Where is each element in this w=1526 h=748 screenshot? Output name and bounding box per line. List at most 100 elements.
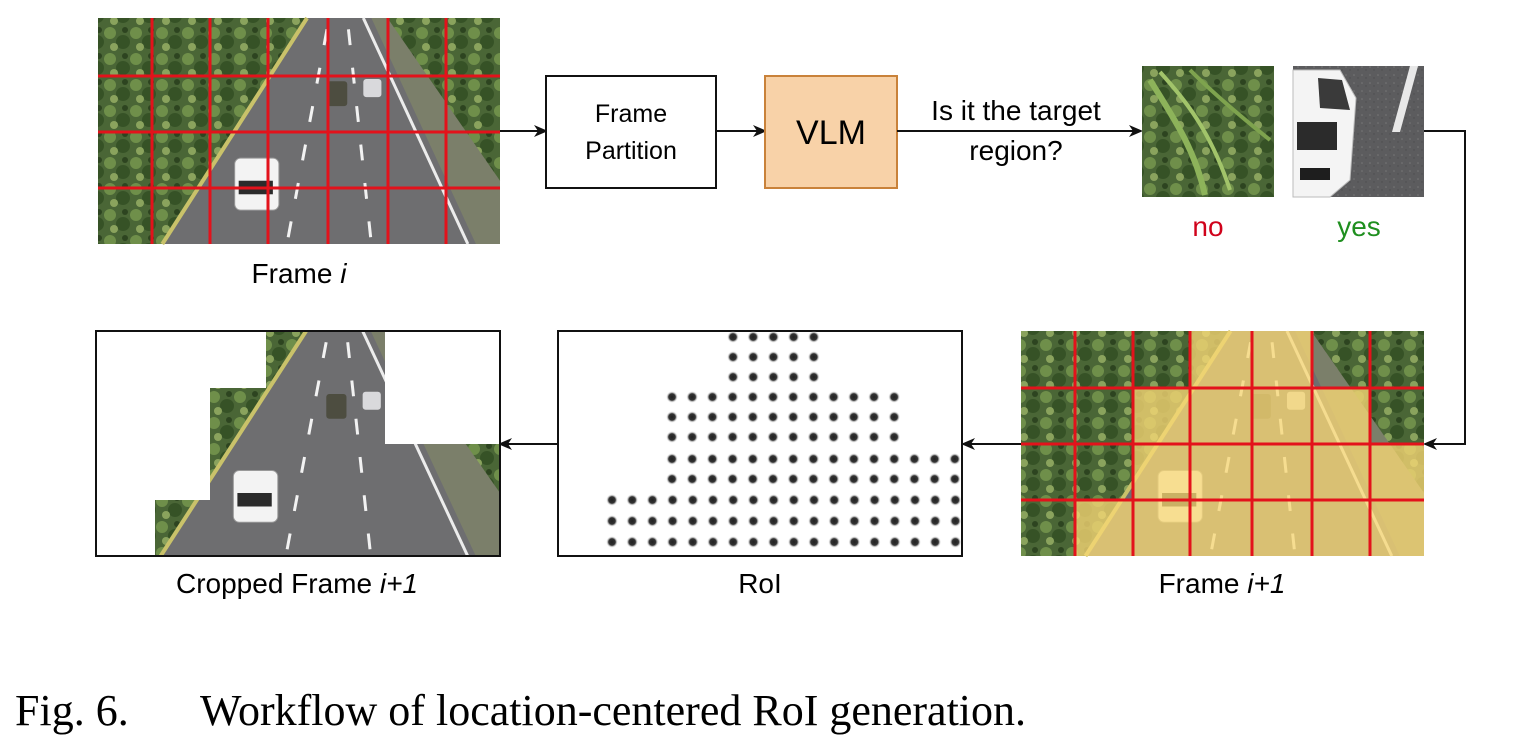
roi-dot [928,453,941,465]
roi-dot [928,473,941,485]
roi-dot [828,494,841,506]
roi-dot [868,473,880,485]
lane-dash [292,494,299,512]
roi-dot [727,351,739,363]
frame-i1-image [1021,329,1424,558]
roi-dot [686,391,699,403]
roi-dot [949,515,962,527]
roi-dot [686,411,699,423]
roi-dot [888,494,901,506]
roi-dot [807,391,820,403]
roi-dot [848,515,861,527]
lane-dash [358,456,364,473]
roi-dot [747,536,760,548]
roi-dot [787,331,800,343]
lane-dash [350,380,356,397]
roi-dot [787,431,800,443]
example-yes-label: yes [1337,211,1381,242]
lane-dash [359,144,364,161]
roi-dot [666,494,679,506]
lane-dash [300,456,307,474]
roi-dot [848,494,861,506]
roi-dot [888,391,901,403]
example-yes-patch [1292,66,1424,198]
roi-dot [807,431,820,443]
frame-i-grid-overlay [98,18,500,244]
roi-dot [747,331,760,343]
lane-dash [285,533,292,550]
car-dark [327,81,348,107]
roi-dot [746,391,759,403]
roi-dot [787,453,800,465]
roi-dot [726,431,739,443]
roi-dot [807,371,820,383]
roi-dot [929,515,942,527]
roi-dot [909,494,921,506]
roi-dot [808,515,820,527]
roi-dot [726,473,739,485]
roi-dot [868,515,881,527]
roi-dot [909,536,921,548]
lane-dash [346,29,352,46]
roi-dot [847,473,860,485]
roi-dot [767,453,779,465]
roi-dot [949,536,962,548]
roi-dot [888,431,901,443]
roi-dot [707,494,719,506]
roi-dot [827,473,840,485]
roi-dot [606,536,618,548]
roi-dot [949,494,962,506]
roi-dot [828,536,841,548]
roi-dot [646,515,659,527]
roi-dot [666,473,678,485]
roi-dot [767,494,780,506]
roi-dot [686,515,699,527]
roi-dot [787,411,800,423]
example-no-patch [1142,66,1274,197]
roi-dot [767,371,780,383]
roi-dot [707,515,719,527]
roi-dot [948,473,961,485]
roi-dot [666,453,678,465]
roi-dot [868,453,880,465]
roi-dot [726,391,739,403]
roi-dot [767,331,780,343]
roi-dot [747,515,760,527]
roi-dot [787,515,800,527]
lane-dash [314,380,321,397]
roi-dot [888,453,901,465]
roi-dot [726,411,739,423]
roi-dot [908,453,921,465]
frame-i-label: Frame i [252,258,348,289]
car-white-window [237,493,272,507]
vlm-label: VLM [796,114,866,152]
roi-dot [666,431,678,443]
figure-caption: Fig. 6.Workflow of location-centered RoI… [15,686,1026,735]
roi-dot [746,431,759,443]
frame-i1-label: Frame i+1 [1159,568,1286,599]
car-silver [362,391,381,410]
roi-dot [848,536,861,548]
lane-dash [321,341,328,359]
roi-dot [888,411,901,423]
roi-mask [557,330,963,557]
roi-dot [706,391,719,403]
roi-dot [787,473,800,485]
roi-dot [929,536,942,548]
roi-dot [767,351,780,363]
guardrail [158,332,308,556]
lane-dash [363,182,369,199]
roi-dot [727,494,740,506]
roi-dot [787,391,800,403]
lane-dash [307,418,314,435]
lane-dash [308,105,315,123]
roi-dot [767,411,779,423]
roi-dot [666,391,678,403]
roi-dot [626,536,639,548]
roi-dot [686,536,699,548]
roi-dot [827,411,840,423]
roi-dot [808,494,820,506]
roi-dot [646,536,659,548]
example-no-label: no [1192,211,1223,242]
roi-dot [787,371,800,383]
